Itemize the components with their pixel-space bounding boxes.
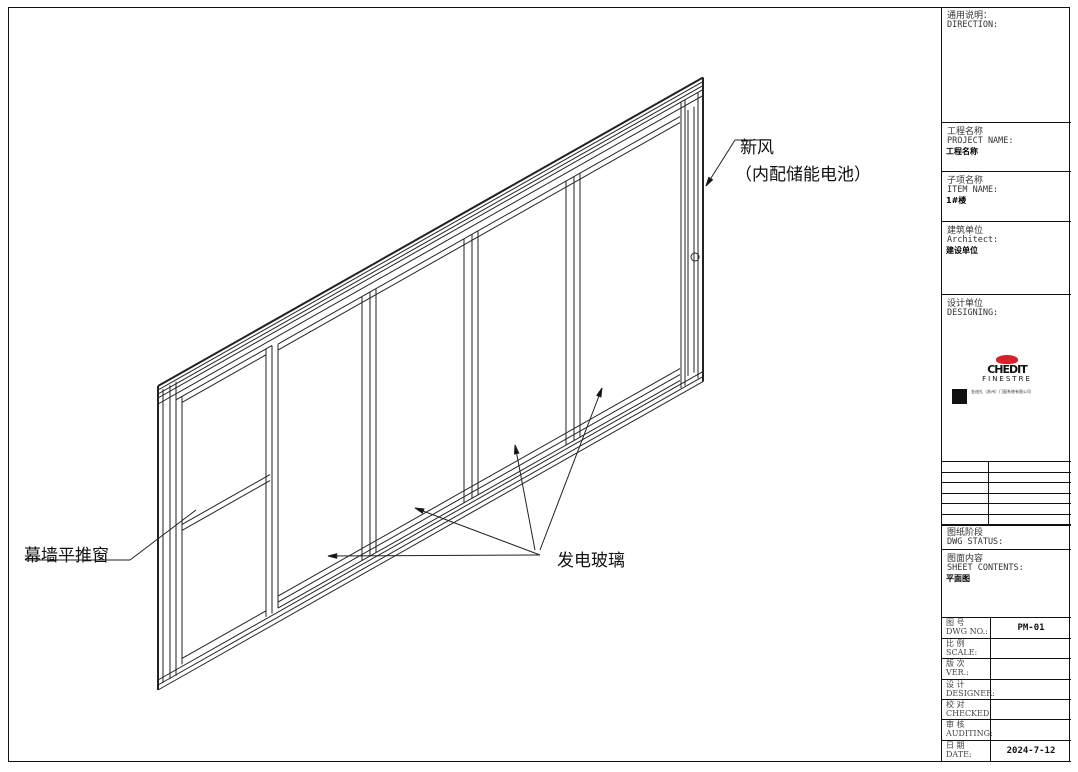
arrowhead-icon: [596, 387, 603, 398]
leader-line: [514, 444, 536, 551]
logo-brand: CHEDIT: [987, 363, 1028, 376]
frame-bottom-line: [157, 376, 704, 686]
row-value: PM-01: [990, 618, 1071, 638]
item-value: 1#楼: [946, 196, 967, 205]
project-value: 工程名称: [946, 147, 978, 156]
label-fresh-air: 新风: [740, 138, 774, 158]
project-cell: 工程名称 PROJECT NAME: 工程名称: [942, 123, 1071, 172]
designing-cell: 设计单位 DESIGNING: CHEDIT FINESTRE 金迪扎（苏州）门…: [942, 295, 1071, 462]
frame-top-line: [157, 85, 704, 395]
designing-label-en: DESIGNING:: [947, 308, 999, 318]
sash-line: [175, 345, 273, 401]
title-block: 通用说明： DIRECTION: 工程名称 PROJECT NAME: 工程名称…: [941, 7, 1071, 762]
contents-cell: 图面内容 SHEET CONTENTS: 平面图: [942, 550, 1071, 618]
project-label-en: PROJECT NAME:: [947, 136, 1014, 146]
row-value: [990, 720, 1071, 740]
leader-line: [129, 509, 197, 561]
logo-mark-icon: [996, 355, 1018, 364]
project-label: 工程名称: [947, 127, 984, 137]
sill-line: [277, 368, 681, 597]
fresh-air-knob-icon: [690, 252, 700, 262]
item-label-en: ITEM NAME:: [947, 185, 999, 195]
item-label: 子项名称: [947, 176, 984, 186]
contents-label: 图面内容: [947, 554, 984, 564]
frame-bottom-line: [157, 381, 704, 691]
architect-label-en: Architect:: [947, 235, 999, 245]
arrowhead-icon: [414, 507, 425, 514]
row-value: [990, 659, 1071, 679]
item-cell: 子项名称 ITEM NAME: 1#楼: [942, 172, 1071, 222]
sill-line: [277, 374, 681, 603]
leader-line: [327, 554, 541, 557]
qr-code-icon: [952, 389, 967, 404]
transom-line: [277, 116, 681, 345]
architect-cell: 建筑单位 Architect: 建设单位: [942, 222, 1071, 295]
direction-label-en: DIRECTION:: [947, 20, 999, 30]
sash-line: [181, 610, 267, 659]
arrowhead-icon: [513, 444, 520, 455]
label-fresh-air-note: （内配储能电池）: [735, 165, 871, 185]
contents-value: 平面图: [946, 574, 970, 583]
row-value: [990, 639, 1071, 658]
row-value: [990, 700, 1071, 719]
direction-label: 通用说明：: [947, 11, 993, 21]
contents-label-en: SHEET CONTENTS:: [947, 563, 1024, 573]
designing-label: 设计单位: [947, 299, 984, 309]
isometric-window-drawing: [25, 76, 768, 691]
architect-label: 建筑单位: [947, 226, 984, 236]
status-label: 图纸阶段: [947, 528, 984, 538]
drawing-sheet-border: [8, 7, 1070, 762]
arrowhead-icon: [327, 553, 338, 559]
direction-cell: 通用说明： DIRECTION:: [942, 7, 1071, 123]
sill-line: [277, 380, 681, 609]
status-label-en: DWG STATUS:: [947, 537, 1004, 547]
revision-grid: [942, 462, 1071, 525]
sash-handle-line: [181, 480, 271, 531]
status-cell: 图纸阶段 DWG STATUS:: [942, 525, 1071, 550]
row-value: [990, 680, 1071, 699]
sash-line: [181, 354, 267, 403]
company-name: 金迪扎（苏州）门窗系统有限公司: [971, 389, 1031, 394]
architect-value: 建设单位: [946, 246, 978, 255]
row-value: 2024-7-12: [990, 741, 1071, 761]
label-pv-glass: 发电玻璃: [557, 551, 625, 571]
frame-bottom-line: [157, 371, 704, 681]
company-logo: CHEDIT FINESTRE 金迪扎（苏州）门窗系统有限公司: [952, 355, 1062, 404]
frame-top-line: [157, 89, 704, 399]
sash-handle-line: [181, 474, 271, 525]
leader-line: [414, 507, 541, 556]
frame-top-line: [157, 95, 704, 405]
leader-line: [539, 387, 603, 551]
frame-top-line: [157, 81, 704, 391]
transom-line: [277, 122, 681, 351]
arrowhead-icon: [705, 176, 714, 187]
label-curtain-window: 幕墙平推窗: [24, 546, 109, 566]
frame-top-line: [157, 76, 704, 387]
logo-sub: FINESTRE: [982, 375, 1032, 383]
